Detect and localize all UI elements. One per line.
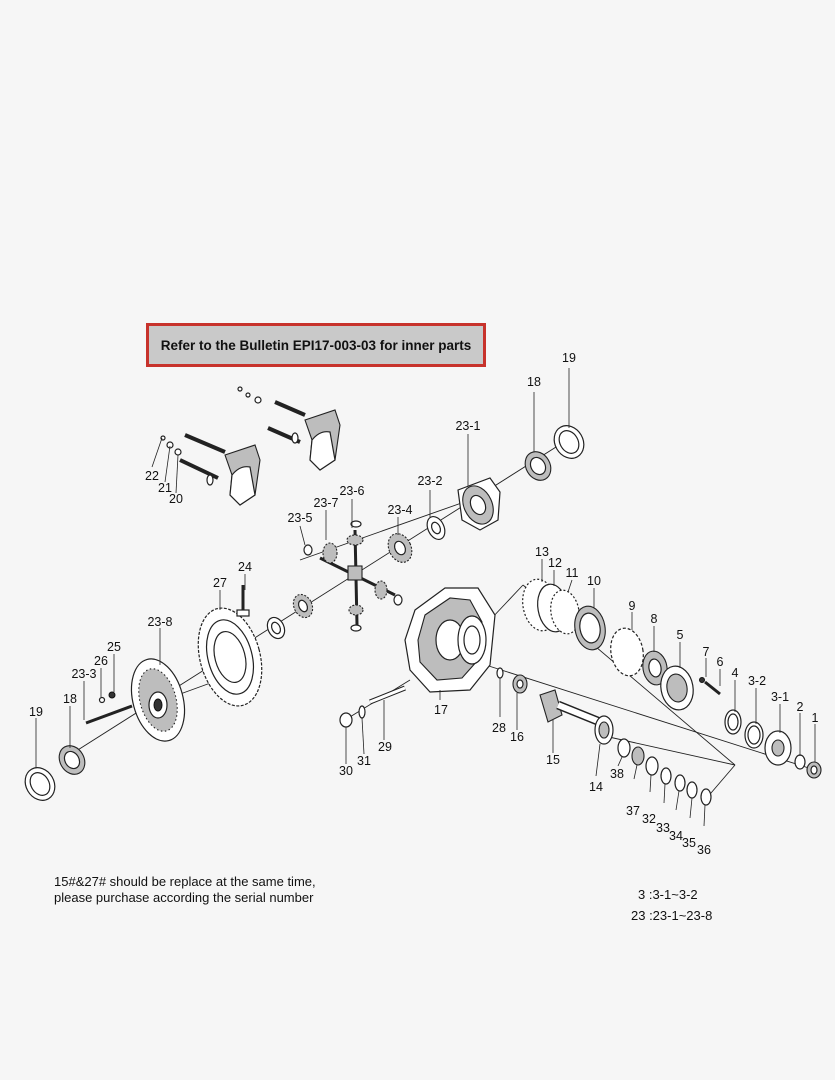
part-28-oring bbox=[496, 667, 504, 679]
label-2: 2 bbox=[797, 700, 804, 714]
bearing-cap-lower bbox=[224, 444, 261, 506]
part-4-seal bbox=[724, 709, 742, 735]
group-23-note: 23 :23-1~23-8 bbox=[631, 908, 713, 923]
left-side-gear bbox=[266, 593, 314, 640]
part-labels: 19 18 23-1 23-2 23-6 23-7 23-4 23-5 22 2… bbox=[29, 351, 818, 857]
label-28: 28 bbox=[492, 721, 506, 735]
label-27: 27 bbox=[213, 576, 227, 590]
cap-bolts bbox=[160, 386, 306, 486]
part-18-upper-bearing bbox=[524, 451, 552, 481]
label-15: 15 bbox=[546, 753, 560, 767]
label-35: 35 bbox=[682, 836, 696, 850]
label-31: 31 bbox=[357, 754, 371, 768]
label-14: 14 bbox=[589, 780, 603, 794]
part-9-gasket bbox=[610, 627, 644, 677]
part-18-lower-bearing bbox=[58, 745, 86, 775]
label-30: 30 bbox=[339, 764, 353, 778]
label-26: 26 bbox=[94, 654, 108, 668]
label-8: 8 bbox=[651, 612, 658, 626]
part-15-drive-pinion bbox=[539, 689, 602, 727]
bearing-cap-upper bbox=[304, 409, 341, 471]
part-23-7-pinion-gears bbox=[322, 534, 388, 616]
label-24: 24 bbox=[238, 560, 252, 574]
label-25: 25 bbox=[107, 640, 121, 654]
part-2-washer bbox=[794, 754, 806, 770]
bulletin-reference-banner: Refer to the Bulletin EPI17-003-03 for i… bbox=[146, 323, 486, 367]
parts-11-13-gaskets bbox=[522, 578, 580, 635]
label-37: 37 bbox=[626, 804, 640, 818]
label-4: 4 bbox=[732, 666, 739, 680]
label-23-4: 23-4 bbox=[387, 503, 412, 517]
label-13: 13 bbox=[535, 545, 549, 559]
label-3-1: 3-1 bbox=[771, 690, 789, 704]
label-23-3: 23-3 bbox=[71, 667, 96, 681]
label-23-5: 23-5 bbox=[287, 511, 312, 525]
part-23-8-diff-case-flange bbox=[130, 658, 186, 742]
part-23-5-washers bbox=[303, 520, 403, 632]
label-36: 36 bbox=[697, 843, 711, 857]
part-14-pinion-bearing bbox=[594, 715, 614, 745]
label-19b: 19 bbox=[29, 705, 43, 719]
parts-32-38-shims-spacers bbox=[617, 738, 712, 806]
label-19: 19 bbox=[562, 351, 576, 365]
label-11: 11 bbox=[566, 566, 579, 580]
label-38: 38 bbox=[610, 767, 624, 781]
label-23-6: 23-6 bbox=[339, 484, 364, 498]
part-5-bearing-cage bbox=[660, 665, 694, 711]
part-23-4-side-gear bbox=[387, 533, 413, 563]
label-1: 1 bbox=[812, 711, 819, 725]
part-23-2-thrust-washer bbox=[426, 516, 446, 540]
replacement-note-line2: please purchase according the serial num… bbox=[54, 890, 314, 905]
label-9: 9 bbox=[629, 599, 636, 613]
part-1-nut bbox=[806, 761, 822, 779]
label-34: 34 bbox=[669, 829, 683, 843]
label-3-2: 3-2 bbox=[748, 674, 766, 688]
part-30-nut bbox=[339, 712, 353, 728]
label-33: 33 bbox=[656, 821, 670, 835]
leader-lines bbox=[35, 368, 816, 827]
part-10-seal bbox=[574, 605, 606, 651]
part-19-upper-bearing-cup bbox=[553, 425, 585, 459]
part-23-1-diff-case bbox=[457, 477, 501, 531]
part-27-ring-gear bbox=[197, 607, 263, 707]
part-8-retainer bbox=[642, 650, 668, 686]
label-10: 10 bbox=[587, 574, 601, 588]
label-23-2: 23-2 bbox=[417, 474, 442, 488]
label-12: 12 bbox=[548, 556, 562, 570]
group-3-note: 3 :3-1~3-2 bbox=[638, 887, 698, 902]
part-17-carrier-housing bbox=[404, 587, 496, 693]
part-19-lower-bearing-cup bbox=[24, 767, 56, 801]
label-23-8: 23-8 bbox=[147, 615, 172, 629]
label-23-1: 23-1 bbox=[455, 419, 480, 433]
label-5: 5 bbox=[677, 628, 684, 642]
part-16-pilot-bearing bbox=[512, 674, 528, 694]
replacement-note: 15#&27# should be replace at the same ti… bbox=[54, 874, 374, 906]
replacement-note-line1: 15#&27# should be replace at the same ti… bbox=[54, 874, 316, 889]
bulletin-reference-text: Refer to the Bulletin EPI17-003-03 for i… bbox=[160, 337, 472, 353]
label-18: 18 bbox=[527, 375, 541, 389]
part-31-clip bbox=[358, 705, 366, 719]
label-7: 7 bbox=[703, 645, 710, 659]
part-24-bolt bbox=[236, 585, 250, 617]
part-23-3-bolt bbox=[85, 704, 133, 725]
label-23-7: 23-7 bbox=[313, 496, 338, 510]
label-16: 16 bbox=[510, 730, 524, 744]
label-29: 29 bbox=[378, 740, 392, 754]
label-18b: 18 bbox=[63, 692, 77, 706]
part-3-1-companion-flange bbox=[764, 730, 792, 766]
label-21: 21 bbox=[158, 481, 172, 495]
part-3-2-deflector bbox=[744, 721, 764, 749]
label-22: 22 bbox=[145, 469, 159, 483]
label-32: 32 bbox=[642, 812, 656, 826]
label-6: 6 bbox=[717, 655, 724, 669]
part-29-shaft bbox=[369, 685, 406, 705]
label-17: 17 bbox=[434, 703, 448, 717]
part-6-7-bolt-washer bbox=[699, 677, 721, 696]
label-20: 20 bbox=[169, 492, 183, 506]
part-25-26-nut-washer bbox=[98, 691, 116, 704]
